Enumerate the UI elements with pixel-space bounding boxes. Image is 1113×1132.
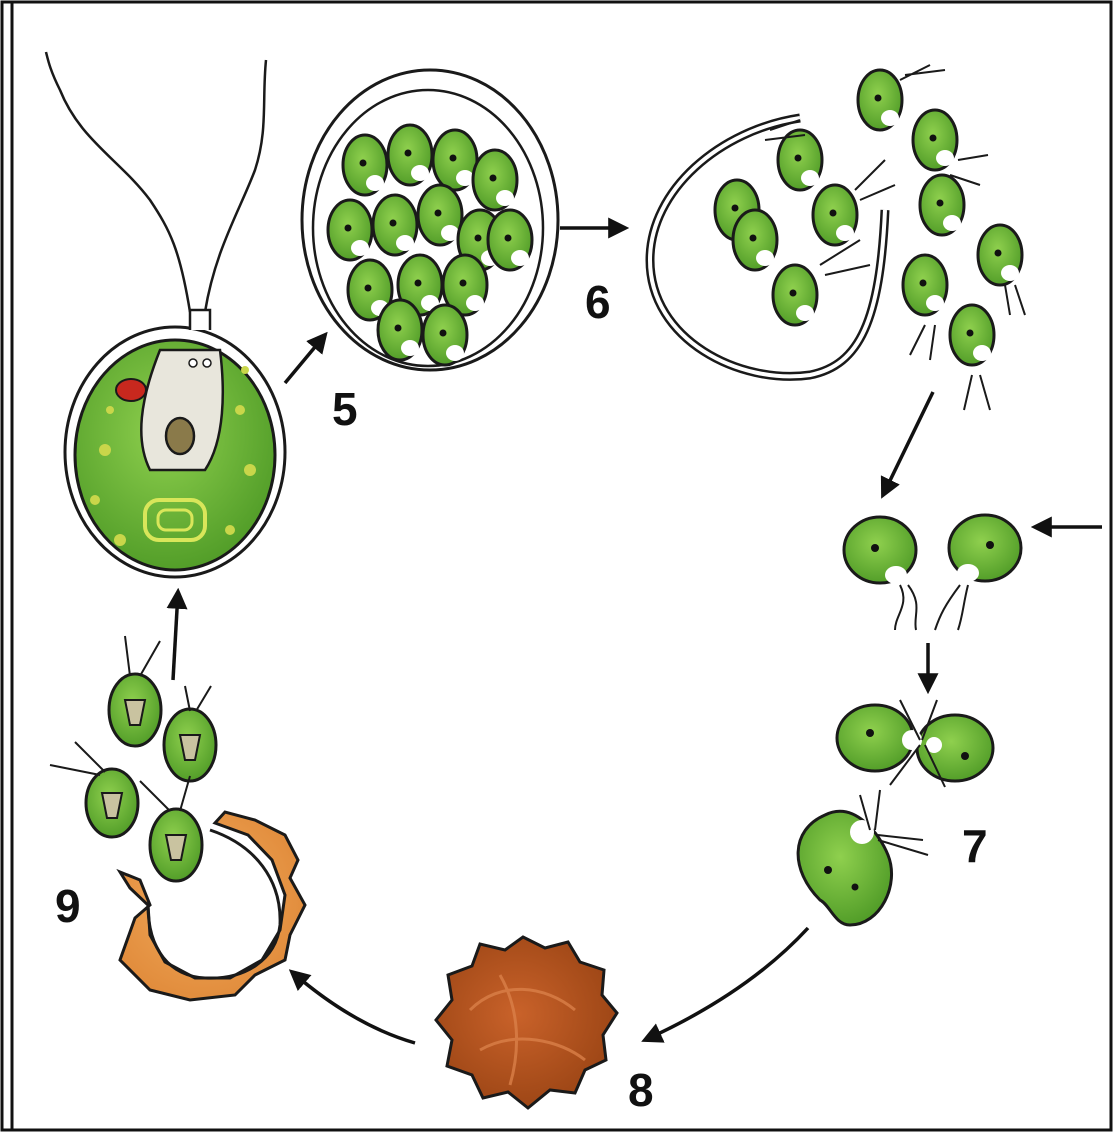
stage-label-7: 7 [962, 820, 988, 872]
arrow-icon [292, 972, 415, 1043]
stage-label-5: 5 [332, 383, 358, 435]
arrow-icon [173, 592, 178, 680]
sporangium [302, 70, 558, 370]
adult-cell [46, 52, 285, 577]
gametes [844, 515, 1021, 630]
stage-label-6: 6 [585, 276, 611, 328]
arrow-icon [883, 392, 933, 495]
arrow-icon [645, 928, 808, 1040]
germinating-zygote [50, 636, 305, 1000]
stage-label-8: 8 [628, 1064, 654, 1116]
arrow-icon [285, 335, 325, 383]
gamete-fusion [837, 700, 993, 787]
dormant-zygospore [436, 937, 617, 1108]
released-zoospores [650, 65, 1025, 410]
stage-label-9: 9 [55, 880, 81, 932]
zygote-planozygote [798, 790, 928, 925]
